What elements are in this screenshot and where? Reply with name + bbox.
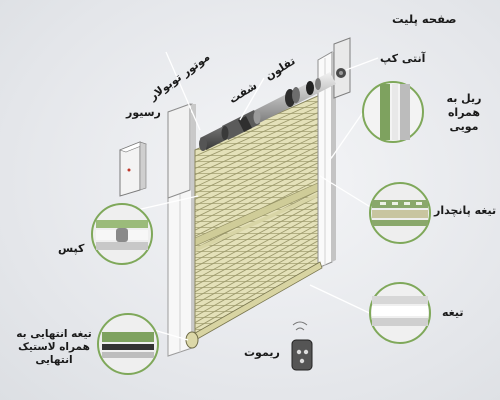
- detail-end-slat: [97, 313, 159, 375]
- label-slat: تیغه: [442, 306, 464, 319]
- slat-line: [194, 172, 321, 237]
- slat-line: [194, 144, 321, 206]
- slat-line: [194, 228, 321, 299]
- slat-line: [194, 155, 321, 219]
- detail-rail: [362, 81, 424, 143]
- slat-line: [194, 161, 321, 225]
- label-rail-with-brush: ریل به همراه مویی: [446, 92, 482, 133]
- slat-line: [194, 194, 321, 262]
- slat-line: [194, 211, 321, 280]
- label-perforated-slat: تیغه پانچدار: [434, 204, 497, 217]
- detail-caps: [91, 203, 153, 265]
- label-remote: ریموت: [244, 346, 280, 359]
- slat-line: [194, 133, 321, 194]
- label-face-plate: صفحه پلیت: [392, 12, 457, 26]
- slat-line: [194, 100, 321, 157]
- label-end-slat-with-rubber: تیغه انتهایی به همراه لاستیک انتهایی: [16, 328, 92, 367]
- slat-line: [194, 244, 321, 317]
- label-antiknock: آنتی کپ: [380, 52, 426, 65]
- slat-line: [194, 256, 321, 330]
- right-rail: [317, 51, 336, 269]
- slat-line: [194, 239, 321, 311]
- receiver-box: [119, 141, 147, 197]
- right-face-plate: [333, 37, 351, 99]
- slat-line: [194, 233, 321, 305]
- detail-slat: [369, 282, 431, 344]
- tubular-motor: [221, 110, 261, 140]
- slat-line: [194, 166, 321, 231]
- shutter-curtain: [194, 94, 321, 336]
- slat-line: [194, 111, 321, 169]
- antiknock-knob: [336, 68, 346, 78]
- slat-line: [194, 127, 321, 188]
- slat-line: [194, 105, 321, 163]
- slat-line: [194, 150, 321, 213]
- teflon-bushing: [285, 78, 321, 107]
- label-receiver: رسیور: [126, 106, 161, 119]
- detail-perforated-slat: [369, 182, 431, 244]
- slat-line: [194, 122, 321, 182]
- slat-line: [194, 222, 321, 293]
- slat-line: [194, 217, 321, 287]
- slat-line: [194, 116, 321, 176]
- slat-line: [194, 200, 321, 268]
- slat-line: [194, 139, 321, 200]
- remote-control: [291, 321, 313, 371]
- label-caps: کپس: [58, 242, 85, 255]
- slat-line: [194, 250, 321, 324]
- slat-line: [194, 205, 321, 274]
- left-face-plate: [167, 103, 191, 199]
